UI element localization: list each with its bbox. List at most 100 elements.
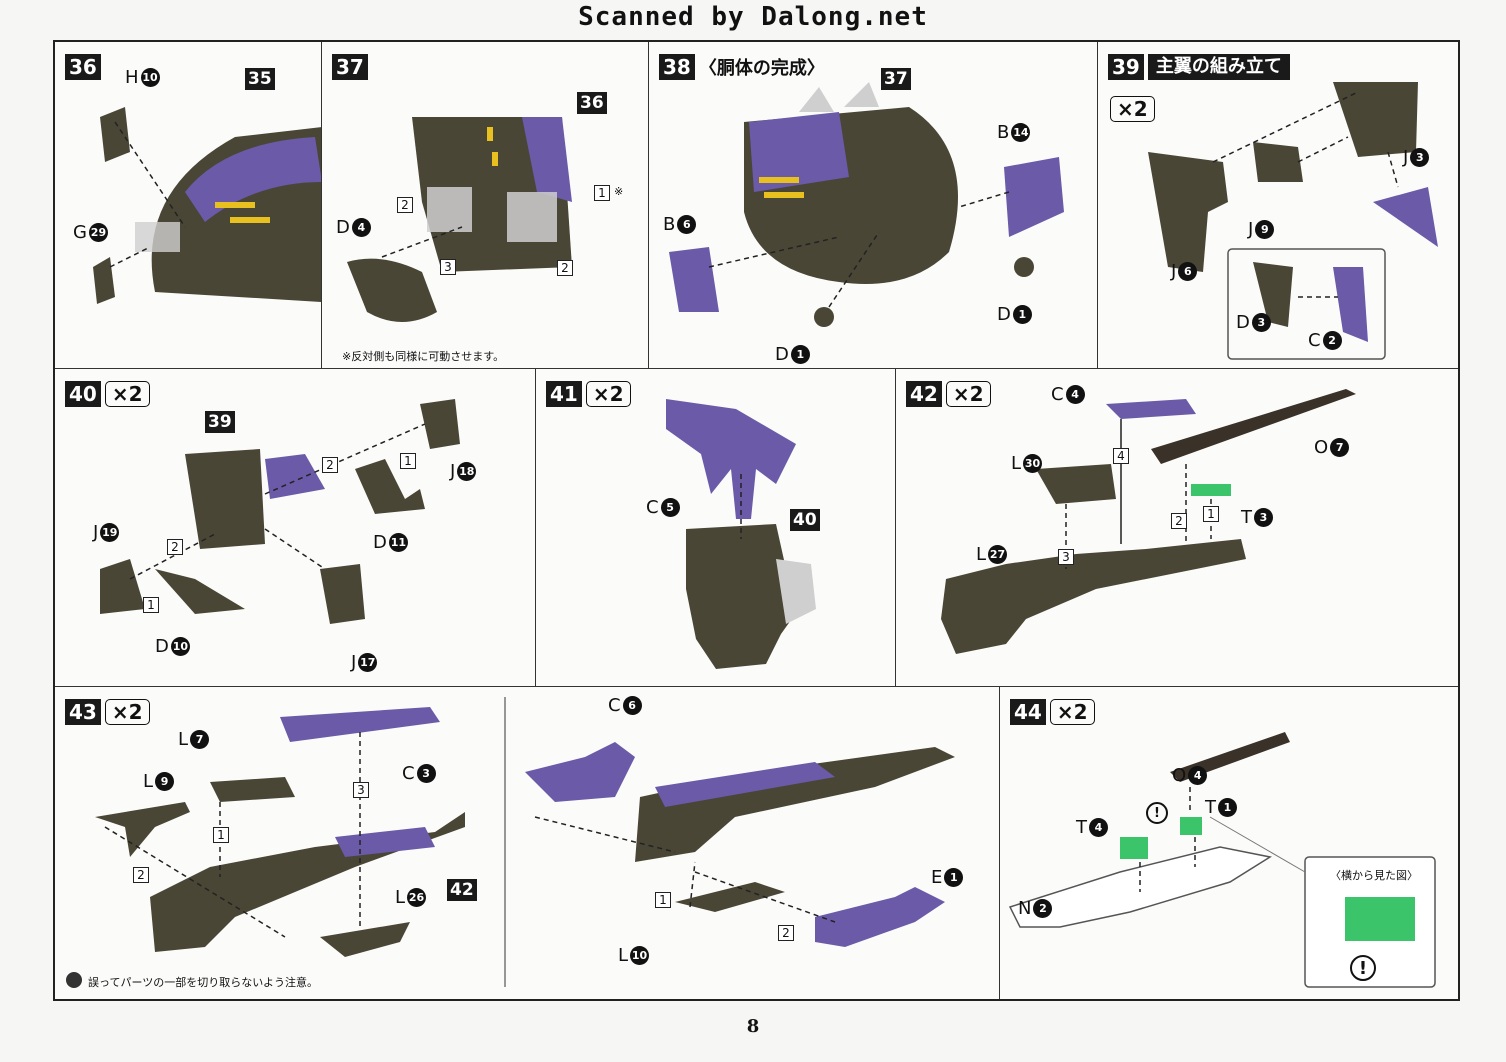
seq-4: 4 [1113,448,1129,464]
step-number: 43 [65,699,101,725]
step-42-illustration [941,389,1356,654]
seq-1b: 1 [143,597,159,613]
step-number: 38 [659,54,695,80]
seq-2b: 2 [778,925,794,941]
seq-3: 3 [353,782,369,798]
ref-step-37: 37 [881,68,911,90]
ref-step-42: 42 [447,879,477,901]
step-title: 〈胴体の完成〉 [698,58,825,79]
seq-2: 2 [397,197,413,213]
seq-2b: 2 [557,260,573,276]
step-43-illustration [66,697,955,988]
multiplier: ×2 [945,381,991,407]
seq-2: 2 [322,457,338,473]
multiplier: ×2 [104,699,150,725]
scan-credit: Scanned by Dalong.net [578,2,928,32]
seq-3: 3 [1058,549,1074,565]
step-37-note: ※反対側も同様に可動させます。 [342,350,505,363]
note-mark: ※ [614,185,624,198]
seq-2: 2 [133,867,149,883]
seq-1: 1 [213,827,229,843]
ref-step-35: 35 [245,68,275,90]
step-39-illustration [1148,82,1438,360]
step-38-illustration [669,82,1064,327]
step-41-illustration [666,399,816,669]
multiplier: ×2 [585,381,631,407]
page-number: 8 [746,1016,760,1037]
step-number: 40 [65,381,101,407]
side-view-caption: 〈横から見た図〉 [1330,869,1418,882]
step-43-note: 誤ってパーツの一部を切り取らないよう注意。 [88,976,319,989]
step-title: 主翼の組み立て [1147,54,1290,80]
seq-3: 3 [440,259,456,275]
seq-1b: 1 [655,892,671,908]
step-number: 36 [65,54,101,80]
seq-1: 1 [400,453,416,469]
step-number: 39 [1108,54,1144,80]
seq-2b: 2 [167,539,183,555]
step-number: 44 [1010,699,1046,725]
ref-step-36: 36 [577,92,607,114]
ref-step-40: 40 [790,509,820,531]
step-44-illustration [1008,732,1436,988]
step-number: 41 [546,381,582,407]
step-37-illustration [347,117,572,322]
multiplier: ×2 [104,381,150,407]
step-number: 42 [906,381,942,407]
seq-2: 2 [1171,513,1187,529]
step-40-illustration [100,399,460,624]
multiplier: ×2 [1049,699,1095,725]
seq-1: 1 [1203,506,1219,522]
step-36-illustration [93,107,321,304]
step-number: 37 [332,54,368,80]
seq-1: 1 [594,185,610,201]
ref-step-39: 39 [205,411,235,433]
multiplier: ×2 [1110,96,1155,122]
warning-icon: ! [1350,955,1376,981]
